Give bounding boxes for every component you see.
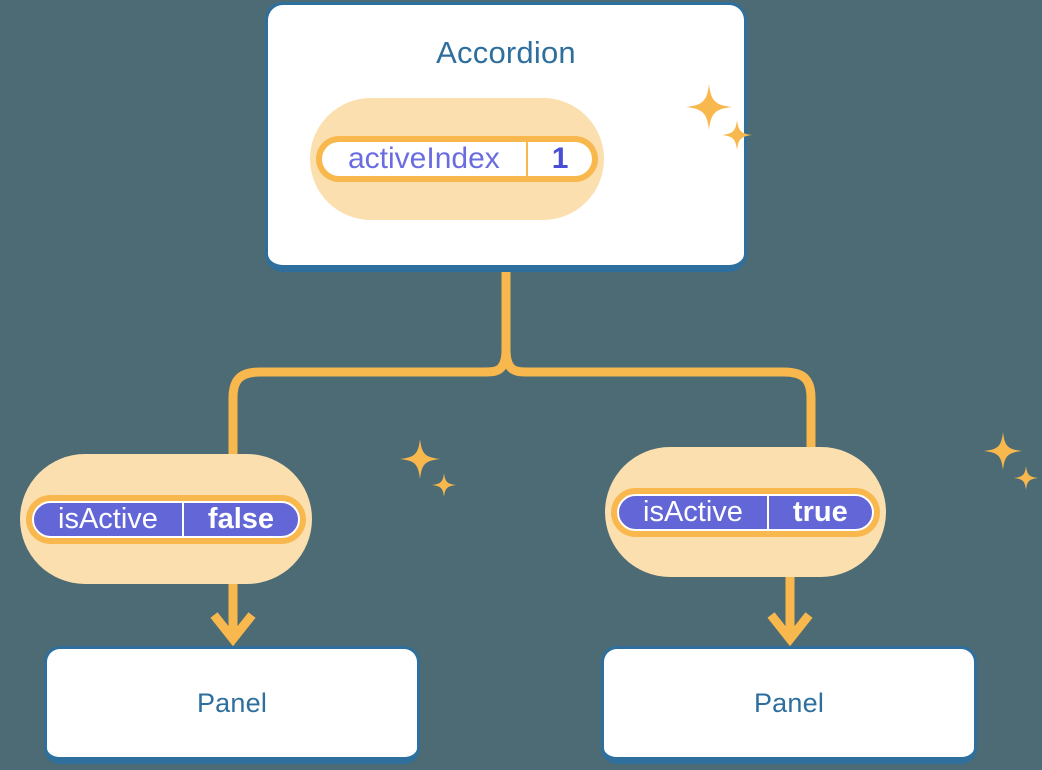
pill-body: activeIndex 1 [322,142,593,176]
sparkle-four-point-icon [984,432,1022,470]
page-title: Accordion [436,35,576,70]
connector-branch-right [501,348,816,455]
sparkle-group [982,430,1042,499]
pill-ring: isActive true [611,487,880,537]
panel-component-card-left[interactable]: Panel [44,646,420,764]
arrow-down-icon-left [210,612,256,647]
state-badge-active-index[interactable]: activeIndex 1 [310,98,605,220]
state-key-label: isActive [58,502,158,535]
panel-label: Panel [196,687,268,718]
connector-branch-left [228,348,511,460]
state-key-label: isActive [643,495,743,528]
state-value-label: false [181,502,298,536]
pill-ring: activeIndex 1 [316,136,599,182]
sparkle-four-point-small-icon [1014,466,1038,490]
state-badge-is-active-false[interactable]: isActive false [20,454,313,584]
panel-component-card-right[interactable]: Panel [601,646,977,764]
sparkle-four-point-icon [400,439,440,479]
state-badge-is-active-true[interactable]: isActive true [605,447,886,577]
state-value-label: true [766,495,872,529]
panel-label: Panel [753,687,825,718]
pill-body: isActive true [617,493,874,531]
pill-ring: isActive false [26,494,307,544]
pill-body: isActive false [32,500,301,538]
sparkle-group [398,437,460,506]
state-key-label: activeIndex [348,142,500,175]
sparkle-four-point-small-icon [432,473,456,497]
arrow-down-icon-right [767,612,813,647]
state-value-label: 1 [525,142,593,176]
